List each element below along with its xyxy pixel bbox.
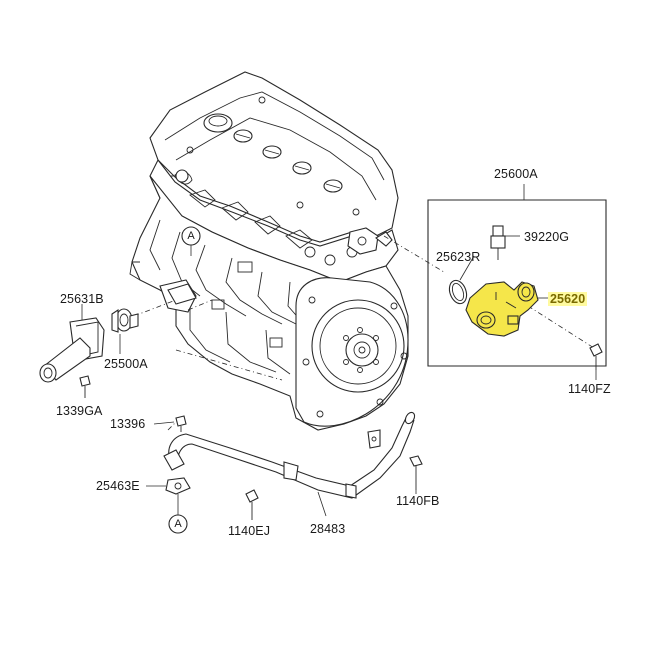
thermostat [111,308,139,354]
thermostat-housing [39,304,105,383]
pipe-gasket [146,477,191,495]
label-1140ej: 1140EJ [228,524,271,538]
inset-box [427,184,607,380]
bolt-1140fz [589,343,603,380]
bolt-1140fb [409,455,423,490]
label-25600a: 25600A [494,167,538,181]
label-25623r: 25623R [436,250,481,264]
water-outlet-housing [465,281,548,337]
thermostat-group [39,283,197,398]
label-13396: 13396 [110,417,146,431]
o-ring [448,255,475,305]
center-lines [133,235,595,431]
temperature-sensor [490,225,520,260]
callout-a-lower: A [174,518,182,530]
bolt-1140ej [245,489,259,520]
bolt-1339ga [79,375,91,398]
bolt-13396 [175,415,187,432]
water-pipe-assembly [146,411,423,520]
label-1140fz: 1140FZ [568,382,611,396]
label-1339ga: 1339GA [56,404,103,418]
engine-block [129,71,409,431]
label-39220g: 39220G [524,230,570,244]
callout-circles [168,226,201,534]
label-25463e: 25463E [96,479,140,493]
label-25500a: 25500A [104,357,148,371]
label-1140fb: 1140FB [396,494,440,508]
label-25631b: 25631B [60,292,104,306]
callout-a-upper: A [187,230,195,242]
label-28483: 28483 [310,522,346,536]
label-25620: 25620 [548,292,588,306]
